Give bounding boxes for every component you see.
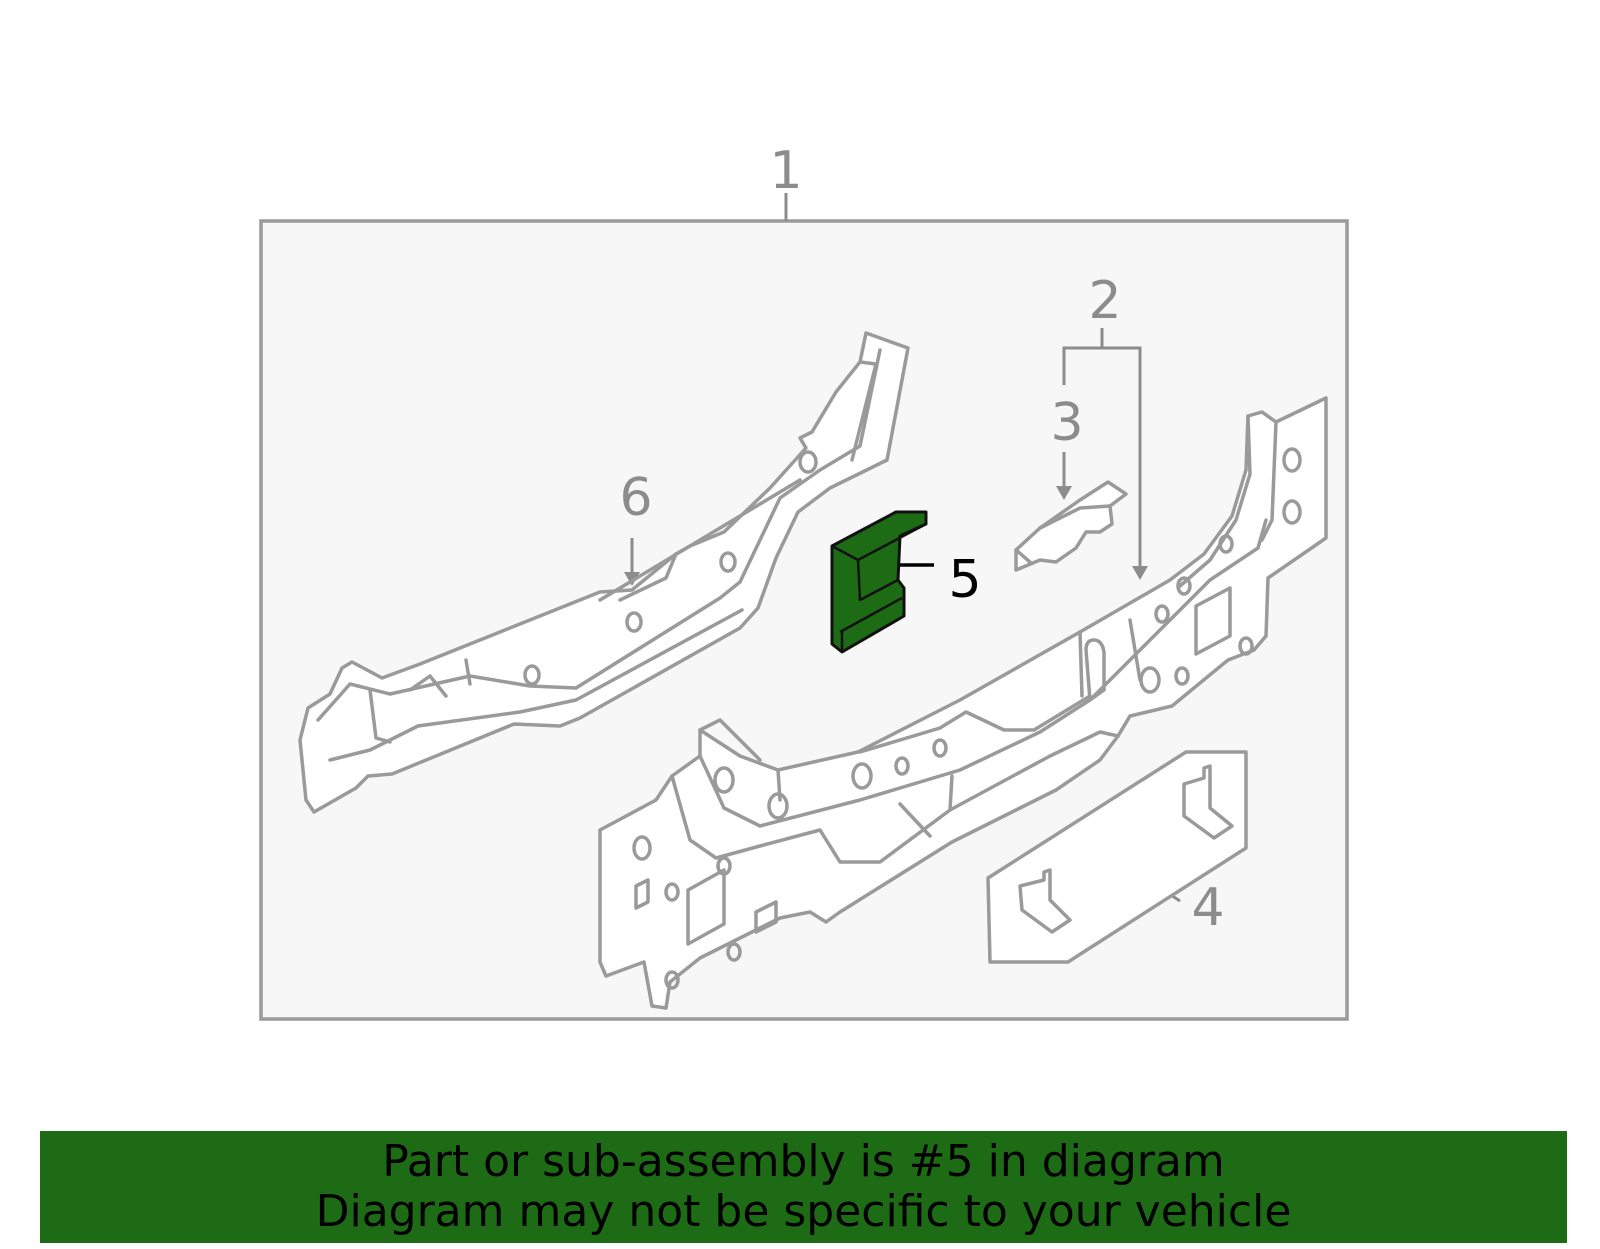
callout-5: 5 [948,550,981,610]
callout-6: 6 [619,468,652,528]
hole [664,970,680,990]
callout-2: 2 [1088,271,1121,331]
arrowhead-2 [1132,566,1148,580]
part-3-bracket [1014,480,1128,572]
hole [726,942,742,962]
hole [1218,534,1234,554]
hole [719,551,737,573]
info-banner: Part or sub-assembly is #5 in diagram Di… [40,1131,1567,1243]
hole [1139,666,1161,694]
hole [851,762,873,790]
part-2-rear-panel [598,396,1328,1010]
hole [1174,666,1190,686]
part-4-mounting-plate [986,750,1248,964]
callout-1: 1 [769,141,802,201]
hole [1238,636,1254,656]
hole [767,792,789,820]
hole [1176,576,1192,596]
callout-3: 3 [1050,393,1083,453]
banner-line-2: Diagram may not be specific to your vehi… [315,1186,1292,1237]
part-5-highlighted-bracket [830,510,928,654]
hole [1154,604,1170,624]
banner-line-1: Part or sub-assembly is #5 in diagram [382,1136,1225,1187]
hole [523,664,541,686]
hole [932,738,948,758]
part-6-rear-rail [298,331,910,814]
hole [632,835,652,861]
hole [713,766,735,794]
hole [625,611,643,633]
hole [1282,499,1302,525]
callout-4: 4 [1191,878,1224,938]
hole [894,756,910,776]
hole [1282,447,1302,473]
hole [798,450,818,474]
arrowhead-3 [1056,486,1072,500]
hole [716,856,732,876]
hole [664,882,680,902]
